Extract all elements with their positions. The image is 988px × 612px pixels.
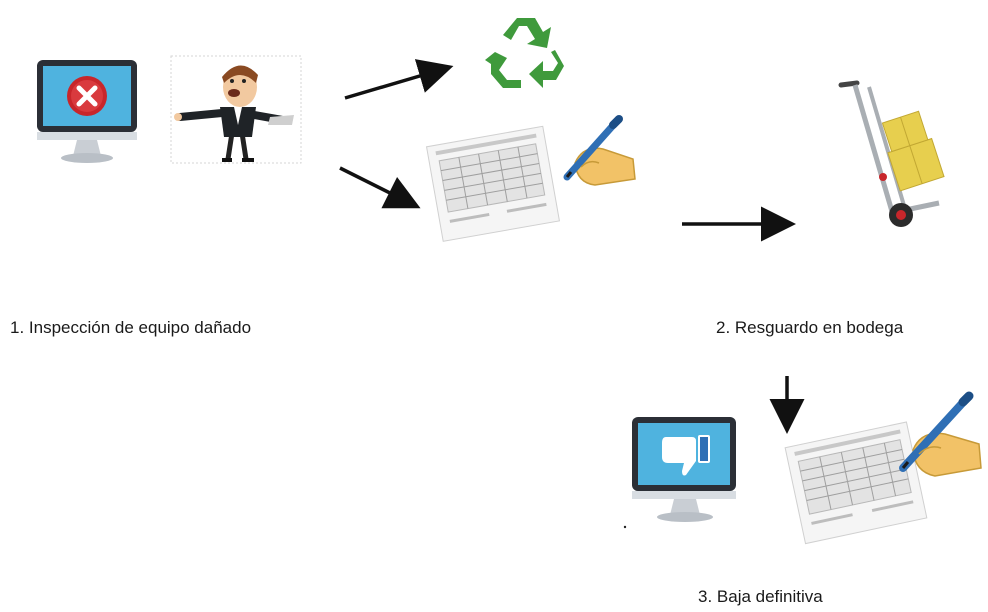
arrow-to-recycle [344, 59, 454, 100]
step-3-label: 3. Baja definitiva [698, 587, 823, 606]
hand-pen-icon [895, 391, 985, 482]
inspector-man-icon [170, 55, 302, 165]
hand-pen-icon [555, 115, 640, 190]
step-1-label: 1. Inspección de equipo dañado [10, 318, 252, 337]
arrow-to-document [339, 166, 421, 209]
step-2-label: 2. Resguardo en bodega [716, 318, 904, 337]
monitor-thumbs-down-icon [630, 415, 740, 530]
hand-truck-boxes-icon [835, 75, 970, 235]
recycle-icon [485, 12, 567, 94]
monitor-error-icon [35, 58, 140, 168]
document-form-icon [780, 418, 930, 548]
document-form-icon [422, 122, 562, 247]
